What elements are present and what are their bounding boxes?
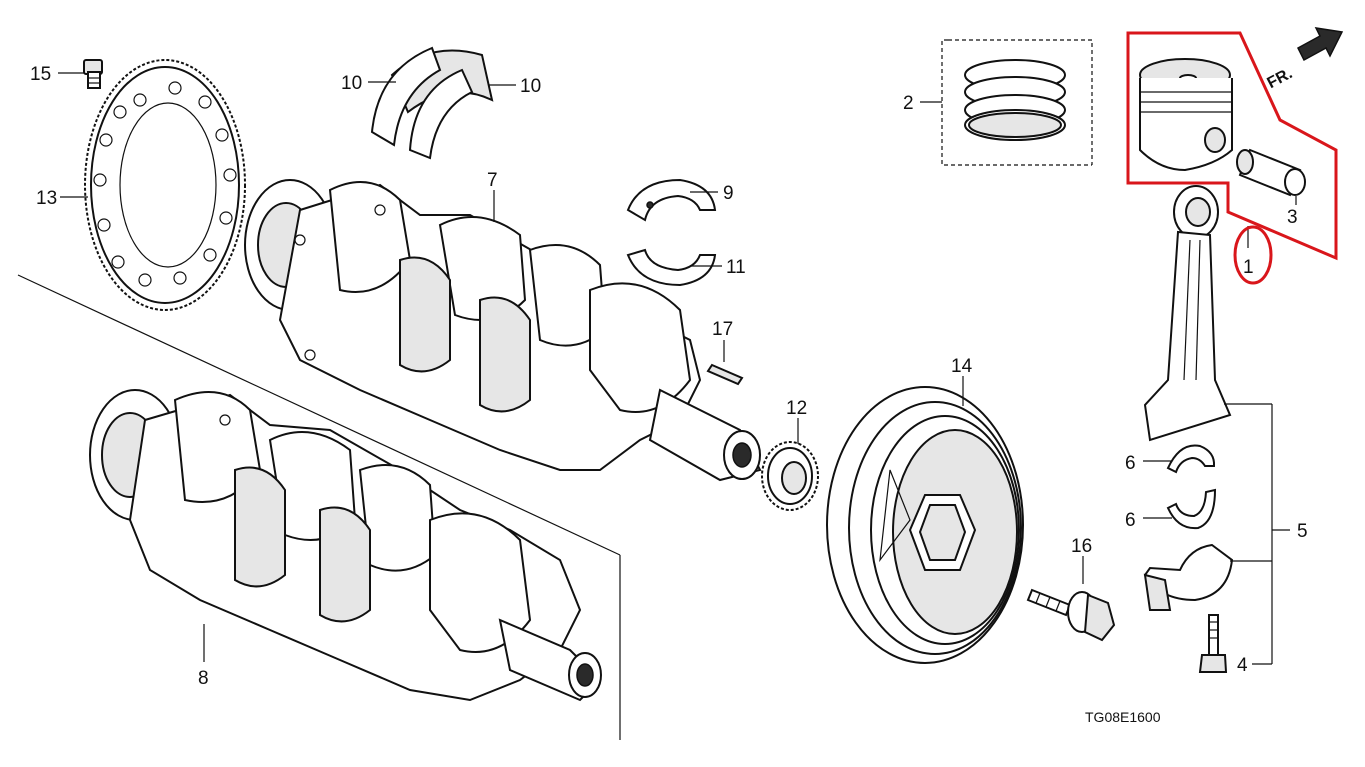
part-1-piston[interactable] [1139, 58, 1233, 172]
callout-6-upper: 6 [1125, 453, 1136, 474]
callout-10-left: 10 [341, 73, 362, 94]
part-6-lower-rod-bearing[interactable] [1166, 488, 1217, 530]
section-divider [17, 274, 621, 740]
leader-lines [58, 72, 1297, 665]
callout-5: 5 [1297, 521, 1308, 542]
callout-9: 9 [723, 183, 734, 204]
part-11-lower-main-bearing[interactable] [626, 248, 717, 287]
callout-11: 11 [726, 257, 746, 278]
callout-6-lower: 6 [1125, 510, 1136, 531]
callout-1: 1 [1243, 257, 1254, 278]
part-connecting-rod[interactable] [1143, 185, 1232, 442]
part-14-crankshaft-pulley[interactable] [826, 386, 1024, 664]
part-4-rod-bolt[interactable] [1198, 614, 1228, 673]
part-connecting-rod-cap[interactable] [1143, 543, 1234, 611]
callout-16: 16 [1071, 536, 1092, 557]
part-15-bolt[interactable] [83, 59, 103, 89]
direction-label: FR. [1265, 65, 1296, 92]
part-6-upper-rod-bearing[interactable] [1166, 444, 1216, 474]
part-9-upper-main-bearing[interactable] [626, 178, 717, 222]
front-direction-indicator: FR. [1265, 27, 1344, 92]
part-13-sensor-plate[interactable] [84, 59, 246, 311]
part-12-timing-sprocket[interactable] [761, 441, 819, 511]
part-7-crankshaft[interactable] [244, 179, 762, 482]
part-17-woodruff-key[interactable] [706, 363, 744, 386]
part-8-crankshaft[interactable] [89, 389, 602, 702]
callout-12: 12 [786, 398, 807, 419]
diagram-code: TG08E1600 [1085, 709, 1161, 725]
part-16-pulley-bolt[interactable] [1026, 588, 1116, 642]
callout-13: 13 [36, 188, 57, 209]
callout-labels: 1 2 3 4 5 6 6 7 8 9 10 10 11 12 13 14 15… [30, 64, 1308, 725]
callout-17: 17 [712, 319, 733, 340]
callout-14: 14 [951, 356, 973, 377]
part-10-thrust-washers[interactable] [370, 46, 494, 160]
callout-15: 15 [30, 64, 51, 85]
callout-7: 7 [487, 170, 498, 191]
callout-8: 8 [198, 668, 209, 689]
highlight-piston-group [1126, 31, 1338, 285]
part-3-piston-pin[interactable] [1236, 148, 1306, 197]
part-2-piston-ring-set[interactable] [941, 39, 1093, 166]
front-arrow-icon [1297, 27, 1344, 62]
callout-4: 4 [1237, 655, 1248, 676]
callout-2: 2 [903, 93, 914, 114]
callout-10-right: 10 [520, 76, 541, 97]
callout-3: 3 [1287, 207, 1298, 228]
